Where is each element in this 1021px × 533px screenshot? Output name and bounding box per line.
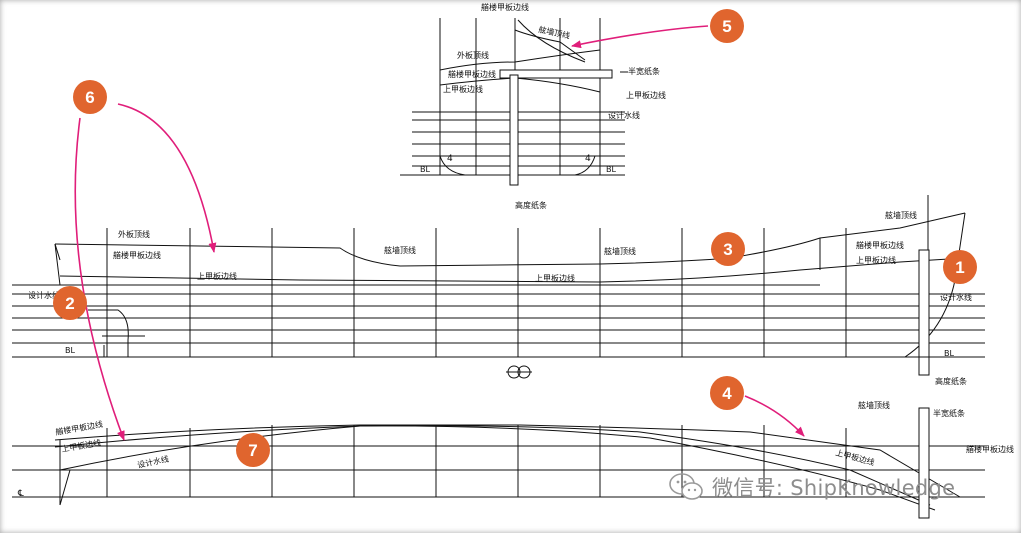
svg-text:7: 7 xyxy=(248,441,257,460)
midship-symbol xyxy=(506,365,532,379)
bow-detail-view xyxy=(400,18,628,186)
station-mark-right: 4 xyxy=(585,154,591,164)
label-half-breadth-strip: 半宽纸条 xyxy=(628,66,660,76)
label-poop-deck-plan-bow: 艏楼甲板边线 xyxy=(966,444,1014,454)
label-upper-deck-plan-aft: 上甲板边线 xyxy=(61,437,102,454)
label-poop-deck-2: 艏楼甲板边线 xyxy=(448,69,496,79)
label-half-breadth-plan: 半宽纸条 xyxy=(933,408,965,418)
label-height-strip-top: 高度纸条 xyxy=(515,200,547,210)
callout-6: 6 xyxy=(73,80,107,114)
label-design-wl-aft: 设计水线 xyxy=(28,290,60,300)
callout-4: 4 xyxy=(710,376,744,410)
label-bl-bow: BL xyxy=(944,349,954,358)
watermark: 微信号: ShipKnowledge xyxy=(668,470,998,504)
label-bl-aft: BL xyxy=(65,346,75,355)
callout-arrows xyxy=(74,25,805,441)
label-poop-deck-top: 艏楼甲板边线 xyxy=(481,2,529,12)
label-design-wl-top: 设计水线 xyxy=(608,110,640,120)
label-height-strip-profile: 高度纸条 xyxy=(935,376,967,386)
label-design-wl-plan: 设计水线 xyxy=(136,454,169,470)
label-upper-deck-profile-mid: 上甲板边线 xyxy=(535,273,575,283)
label-upper-deck-profile-aft: 上甲板边线 xyxy=(197,271,237,281)
label-centerline: ℄ xyxy=(17,489,24,499)
svg-text:6: 6 xyxy=(85,88,94,107)
svg-text:3: 3 xyxy=(723,240,732,259)
label-bl-top-right: BL xyxy=(606,165,616,174)
label-shell-top-profile: 外板顶线 xyxy=(118,229,150,239)
label-poop-deck-profile-bow: 艏楼甲板边线 xyxy=(856,240,904,250)
label-bulwark-profile-1: 舷墙顶线 xyxy=(384,245,416,255)
label-bulwark-profile-2: 舷墙顶线 xyxy=(604,246,636,256)
label-upper-deck-profile-bow: 上甲板边线 xyxy=(856,255,896,265)
label-upper-deck-plan-bow: 上甲板边线 xyxy=(834,447,875,467)
callout-5: 5 xyxy=(710,9,744,43)
svg-text:4: 4 xyxy=(722,384,732,403)
label-bulwark-profile-bow: 舷墙顶线 xyxy=(885,210,917,220)
watermark-text: 微信号: ShipKnowledge xyxy=(712,476,956,500)
bow-detail-labels: 艏楼甲板边线 舷墙顶线 外板顶线 艏楼甲板边线 上甲板边线 半宽纸条 上甲板边线… xyxy=(420,2,666,210)
callout-3: 3 xyxy=(711,232,745,266)
label-poop-deck-plan: 艏楼甲板边线 xyxy=(55,419,104,437)
label-poop-deck-profile: 艏楼甲板边线 xyxy=(113,250,161,260)
profile-view xyxy=(12,195,985,376)
callout-badges: 1 2 3 4 5 6 7 xyxy=(53,9,977,467)
label-bl-top-left: BL xyxy=(420,165,430,174)
wechat-icon xyxy=(669,473,703,500)
callout-7: 7 xyxy=(236,433,270,467)
profile-labels: 外板顶线 艏楼甲板边线 上甲板边线 舷墙顶线 上甲板边线 舷墙顶线 舷墙顶线 艏… xyxy=(28,210,972,386)
svg-text:2: 2 xyxy=(65,294,74,313)
callout-2: 2 xyxy=(53,286,87,320)
svg-text:1: 1 xyxy=(955,258,964,277)
label-shell-top: 外板顶线 xyxy=(457,50,489,60)
label-design-wl-bow: 设计水线 xyxy=(940,292,972,302)
svg-text:5: 5 xyxy=(722,17,731,36)
label-upper-deck-top: 上甲板边线 xyxy=(443,84,483,94)
station-mark-left: 4 xyxy=(447,154,453,164)
label-upper-deck-right: 上甲板边线 xyxy=(626,90,666,100)
callout-1: 1 xyxy=(943,250,977,284)
label-bulwark-plan: 舷墙顶线 xyxy=(858,400,890,410)
half-breadth-plan xyxy=(12,407,985,519)
